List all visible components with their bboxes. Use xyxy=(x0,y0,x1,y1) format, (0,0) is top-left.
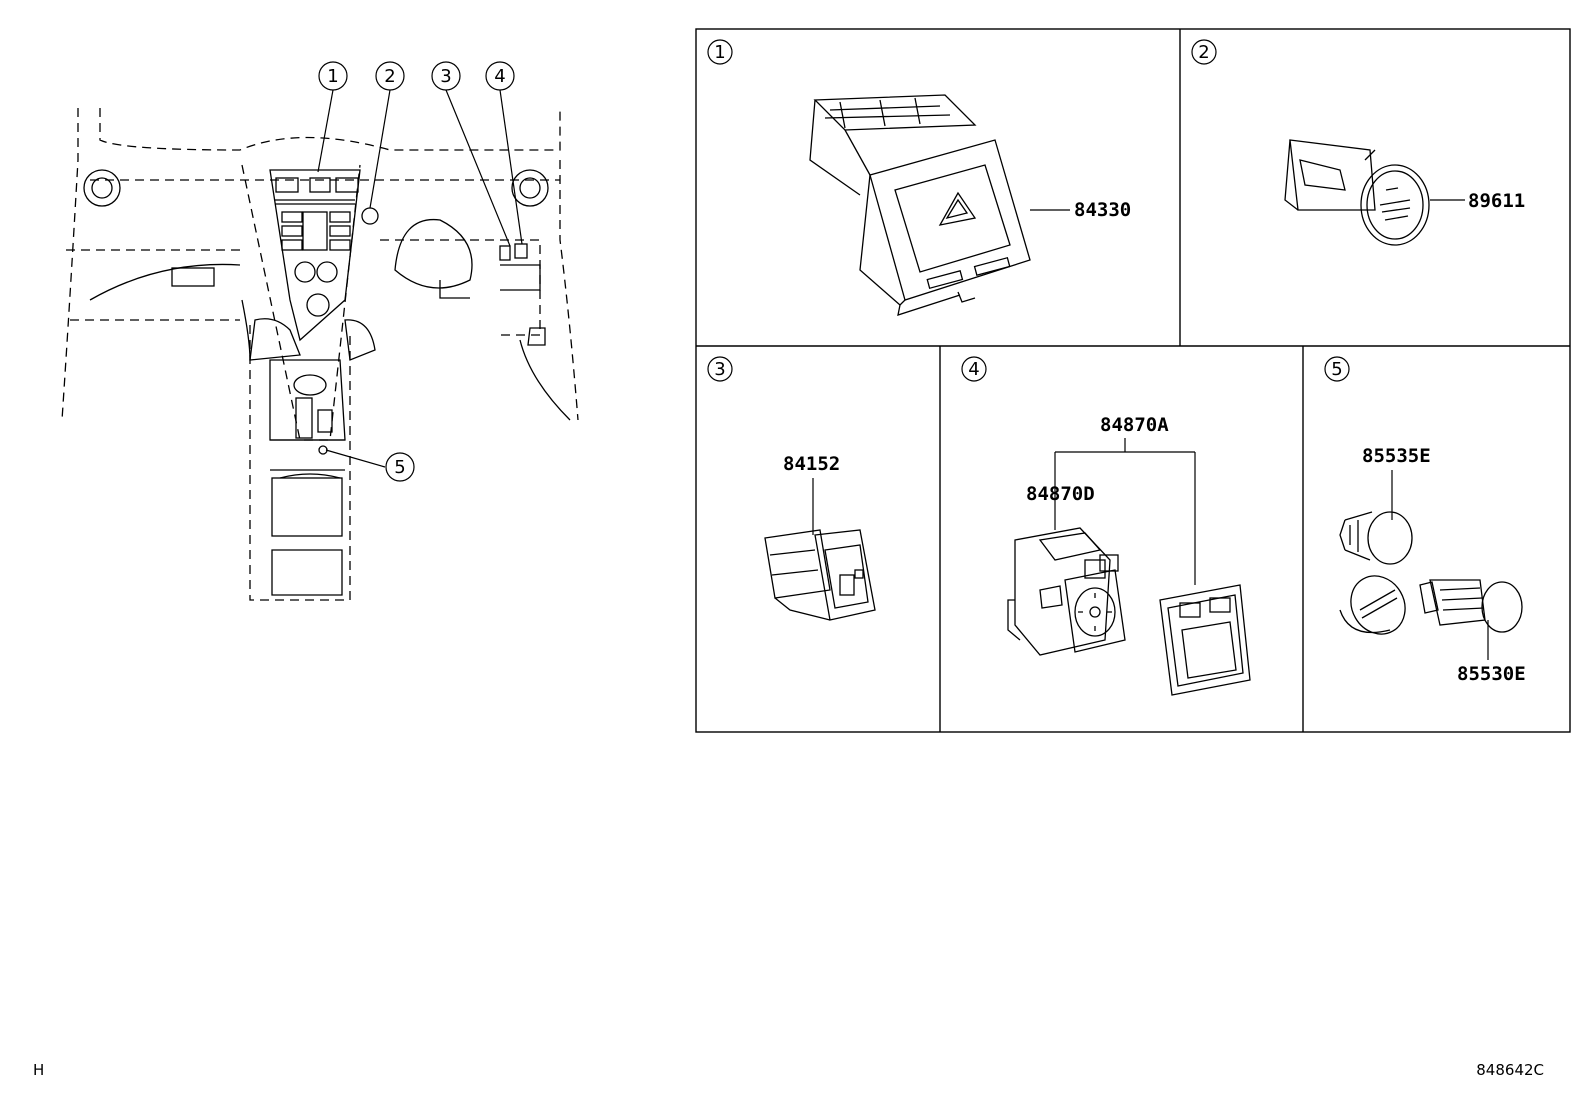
bracket-lines xyxy=(1054,438,1196,585)
panel-5-number: 5 xyxy=(1331,359,1342,380)
svg-text:1: 1 xyxy=(327,66,338,87)
mirror-adjust-switch-illustration xyxy=(764,529,876,621)
panel-4-number: 4 xyxy=(968,359,979,380)
svg-text:4: 4 xyxy=(494,66,505,87)
power-mirror-switch-illustration xyxy=(1007,527,1251,696)
hazard-switch-illustration xyxy=(809,94,1031,316)
callout-circle-1: 1 xyxy=(318,61,348,91)
panel-5: 5 85535E 85530E xyxy=(1324,356,1526,685)
panel-4: 4 84870A 84870D xyxy=(961,356,1251,696)
part-number-84870A: 84870A xyxy=(1100,414,1169,436)
power-outlet-illustration xyxy=(1339,511,1413,635)
panel-2-number: 2 xyxy=(1198,42,1209,63)
part-number-84330: 84330 xyxy=(1074,199,1131,221)
panel-1-number: 1 xyxy=(714,42,725,63)
part-number-89611: 89611 xyxy=(1468,190,1525,212)
part-number-85530E: 85530E xyxy=(1457,663,1526,685)
panel-3: 3 84152 xyxy=(707,356,876,621)
dashboard-overview xyxy=(61,108,579,601)
engine-start-switch-illustration xyxy=(1284,139,1430,246)
panel-grid xyxy=(695,28,1571,733)
part-number-85535E: 85535E xyxy=(1362,445,1431,467)
cigarette-lighter-illustration xyxy=(1419,579,1523,633)
panel-2: 2 89611 xyxy=(1191,39,1525,246)
svg-text:5: 5 xyxy=(394,457,405,478)
callout-circle-4: 4 xyxy=(485,61,515,91)
part-number-84870D: 84870D xyxy=(1026,483,1095,505)
panel-3-number: 3 xyxy=(714,359,725,380)
callout-leaders xyxy=(317,89,523,468)
footer-left-code: H xyxy=(33,1061,45,1079)
svg-text:2: 2 xyxy=(384,66,395,87)
callout-circle-2: 2 xyxy=(375,61,405,91)
svg-text:3: 3 xyxy=(440,66,451,87)
part-number-84152: 84152 xyxy=(783,453,840,475)
callout-circle-5: 5 xyxy=(385,452,415,482)
footer-diagram-code: 848642C xyxy=(1476,1061,1544,1079)
callout-circle-3: 3 xyxy=(431,61,461,91)
panel-1: 1 84330 xyxy=(707,39,1131,316)
